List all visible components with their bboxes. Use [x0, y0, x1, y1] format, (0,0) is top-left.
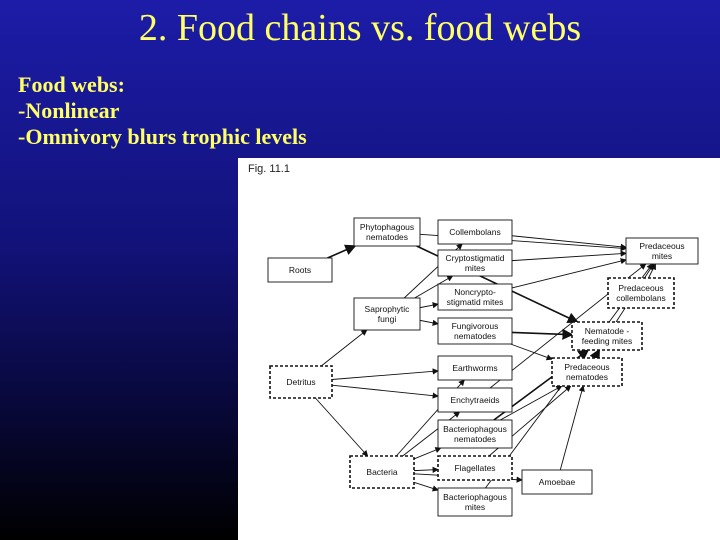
node-label-fungivorous-nematodes: nematodes: [454, 331, 496, 341]
node-nematode-feeding-mites: Nematode -feeding mites: [571, 321, 643, 351]
node-box-detritus: [269, 365, 333, 399]
body-line-omnivory: -Omnivory blurs trophic levels: [18, 124, 307, 149]
node-label-phytophagous-nematodes: Phytophagous: [360, 222, 414, 232]
node-box-predaceous-mites: [625, 237, 699, 265]
edge-amoebae-to-predaceous-nematodes: [559, 385, 585, 471]
node-box-predaceous-nematodes: [551, 357, 623, 387]
node-label-predaceous-mites: Predaceous: [639, 241, 684, 251]
body-line-food-webs: Food webs:: [18, 72, 125, 97]
node-earthworms: Earthworms: [437, 355, 513, 381]
node-box-phytophagous-nematodes: [353, 217, 421, 247]
node-box-flagellates: [437, 455, 513, 481]
node-label-detritus: Detritus: [286, 377, 315, 387]
node-amoebae: Amoebae: [521, 469, 593, 495]
node-label-saprophytic-fungi: fungi: [378, 314, 397, 324]
node-collembolans: Collembolans: [437, 219, 513, 245]
node-detritus: Detritus: [269, 365, 333, 399]
node-label-collembolans: Collembolans: [449, 227, 501, 237]
node-noncryptostigmatid-mites: Noncrypto-stigmatid mites: [437, 283, 513, 311]
node-label-earthworms: Earthworms: [452, 363, 497, 373]
node-label-cryptostigmatid-mites: mites: [465, 263, 485, 273]
node-box-noncryptostigmatid-mites: [437, 283, 513, 311]
edge-noncryptostigmatid-mites-to-predaceous-mites: [511, 258, 627, 289]
edge-predaceous-collembolans-to-predaceous-mites: [648, 263, 656, 279]
node-label-predaceous-nematodes: nematodes: [566, 372, 608, 382]
figure-label: Fig. 11.1: [248, 163, 290, 175]
edge-saprophytic-fungi-to-cryptostigmatid-mites: [414, 275, 454, 299]
node-box-fungivorous-nematodes: [437, 317, 513, 345]
node-label-predaceous-collembolans: collembolans: [616, 293, 666, 303]
node-label-amoebae: Amoebae: [539, 477, 576, 487]
edge-roots-to-phytophagous-nematodes: [327, 244, 357, 259]
edge-bacteria-to-bacteriophagous-nematodes: [413, 447, 442, 460]
slide-title: 2. Food chains vs. food webs: [138, 7, 582, 49]
node-label-nematode-feeding-mites: feeding mites: [582, 336, 633, 346]
node-label-roots: Roots: [289, 265, 311, 275]
node-label-nematode-feeding-mites: Nematode -: [585, 326, 630, 336]
edge-detritus-to-bacteria: [315, 397, 369, 457]
edge-fungivorous-nematodes-to-predaceous-nematodes: [510, 343, 553, 361]
node-box-amoebae: [521, 469, 593, 495]
node-enchytraeids: Enchytraeids: [437, 387, 513, 413]
node-roots: Roots: [267, 257, 333, 283]
edge-detritus-to-enchytraeids: [331, 384, 439, 399]
node-box-bacteriophagous-nematodes: [437, 419, 513, 449]
node-flagellates: Flagellates: [437, 455, 513, 481]
node-label-enchytraeids: Enchytraeids: [450, 395, 499, 405]
edge-saprophytic-fungi-to-noncryptostigmatid-mites: [419, 302, 439, 309]
edge-bacteriophagous-nematodes-to-predaceous-nematodes: [500, 385, 563, 421]
edge-bacteria-to-bacteriophagous-mites: [413, 481, 439, 492]
edge-cryptostigmatid-mites-to-predaceous-mites: [511, 250, 627, 262]
node-label-bacteriophagous-nematodes: Bacteriophagous: [443, 424, 507, 434]
node-box-bacteria: [349, 455, 415, 489]
node-label-bacteriophagous-nematodes: nematodes: [454, 434, 496, 444]
node-label-bacteriophagous-mites: Bacteriophagous: [443, 492, 507, 502]
node-label-bacteria: Bacteria: [366, 467, 397, 477]
node-bacteria: Bacteria: [349, 455, 415, 489]
node-label-noncryptostigmatid-mites: stigmatid mites: [447, 297, 504, 307]
node-label-cryptostigmatid-mites: Cryptostigmatid: [445, 253, 504, 263]
edge-bacteria-to-flagellates: [413, 466, 439, 473]
node-box-earthworms: [437, 355, 513, 381]
edge-collembolans-to-predaceous-mites: [511, 235, 627, 250]
node-label-predaceous-collembolans: Predaceous: [618, 283, 663, 293]
node-box-predaceous-collembolans: [607, 277, 675, 309]
node-box-bacteriophagous-mites: [437, 487, 513, 517]
node-label-phytophagous-nematodes: nematodes: [366, 232, 408, 242]
body-line-nonlinear: -Nonlinear: [18, 98, 120, 123]
node-label-fungivorous-nematodes: Fungivorous: [452, 321, 499, 331]
node-box-cryptostigmatid-mites: [437, 249, 513, 277]
edge-detritus-to-saprophytic-fungi: [320, 329, 368, 367]
node-label-noncryptostigmatid-mites: Noncrypto-: [454, 287, 496, 297]
edge-fungivorous-nematodes-to-nematode-feeding-mites: [511, 328, 574, 340]
node-box-saprophytic-fungi: [353, 297, 421, 331]
edge-saprophytic-fungi-to-fungivorous-nematodes: [419, 319, 439, 326]
node-box-collembolans: [437, 219, 513, 245]
node-label-predaceous-mites: mites: [652, 251, 672, 261]
node-box-enchytraeids: [437, 387, 513, 413]
node-label-predaceous-nematodes: Predaceous: [564, 362, 609, 372]
node-label-flagellates: Flagellates: [454, 463, 495, 473]
node-box-nematode-feeding-mites: [571, 321, 643, 351]
node-label-saprophytic-fungi: Saprophytic: [365, 304, 411, 314]
node-box-roots: [267, 257, 333, 283]
edge-bacteria-to-enchytraeids: [402, 411, 461, 457]
node-label-bacteriophagous-mites: mites: [465, 502, 485, 512]
edge-detritus-to-earthworms: [331, 368, 439, 380]
edge-predaceous-nematodes-to-nematode-feeding-mites: [589, 348, 600, 362]
